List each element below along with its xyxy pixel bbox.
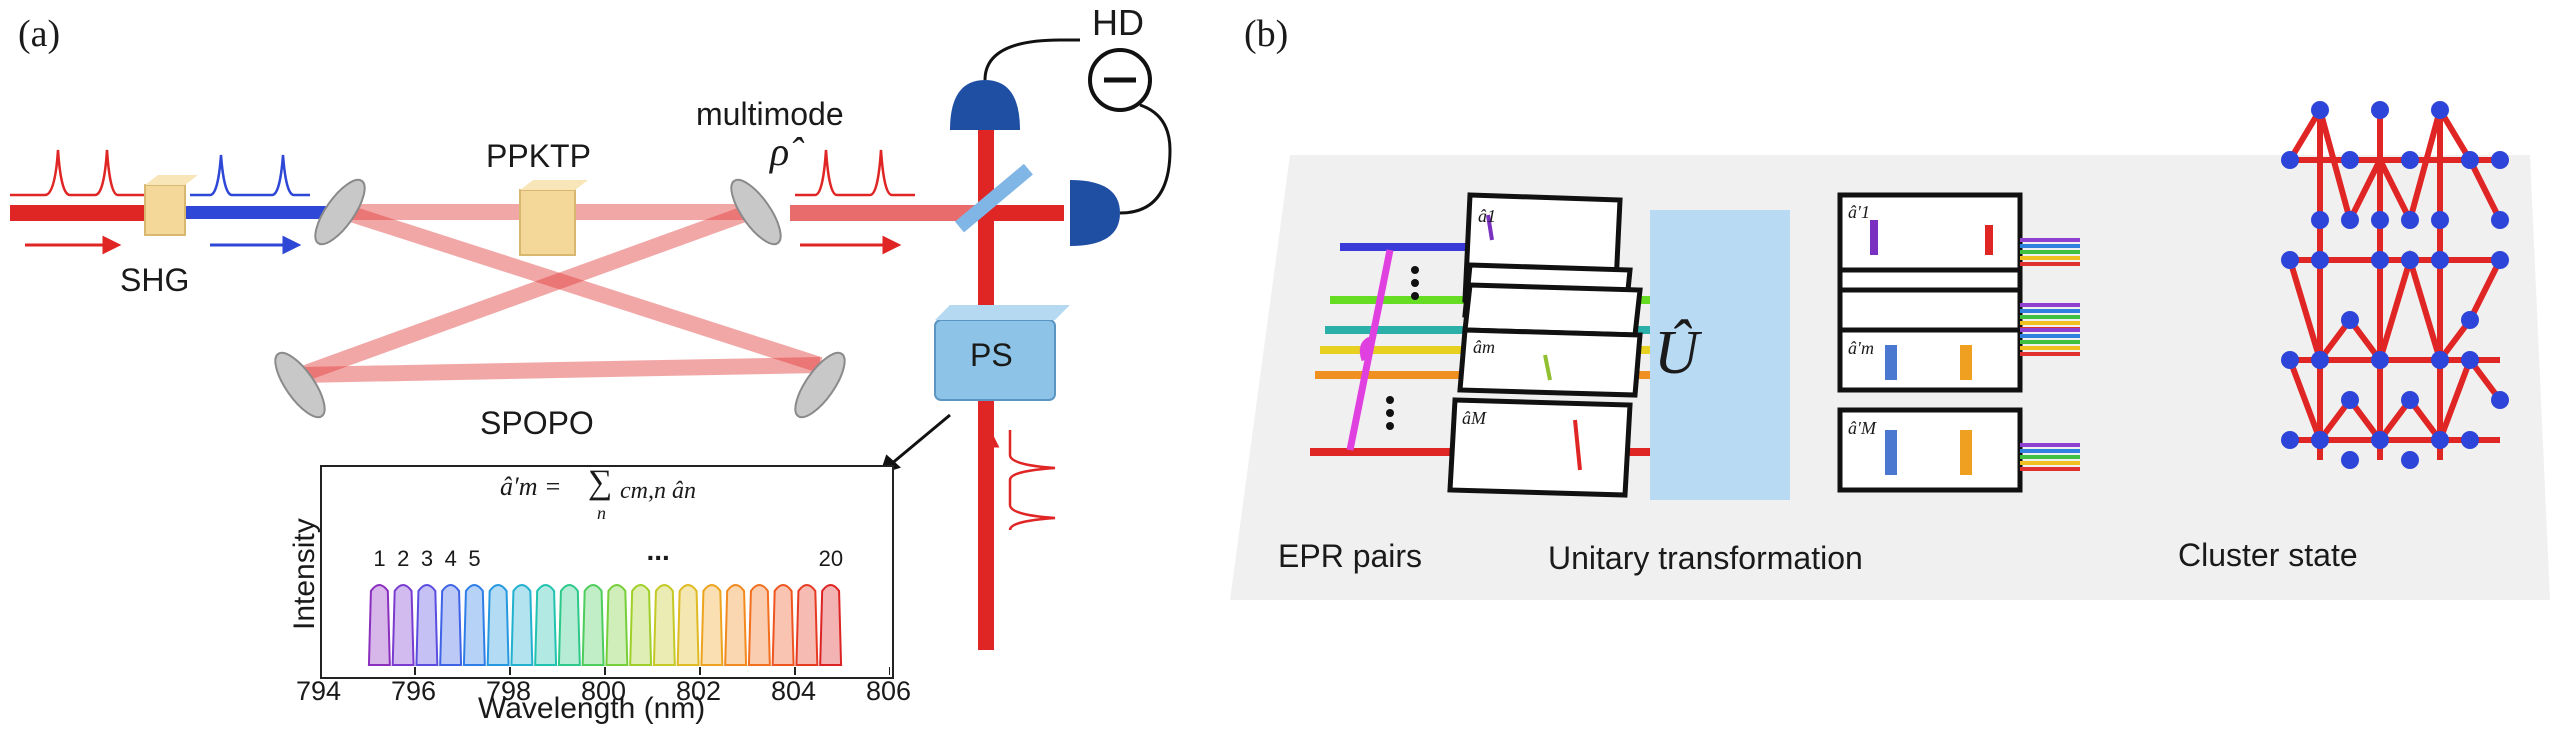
unitary-symbol: Û [1654,319,1699,387]
mode-peak [819,584,843,666]
beam-splitter [954,163,1033,233]
ppktp-crystal [519,180,588,256]
x-tick-label: 796 [391,676,437,706]
red-pulses-out [795,149,915,197]
ppktp-label: PPKTP [486,138,591,174]
input-frames [1447,192,1643,498]
x-tick-label: 800 [581,676,627,706]
spectrum-ylabel: Intensity [288,518,321,630]
x-tick-label: 806 [866,676,912,706]
cluster-nodes [2281,101,2509,469]
multimode-label: multimode [696,96,844,132]
output-beam [790,205,995,221]
equation-sum: ∑ [588,464,613,501]
mode-peak [415,584,439,666]
x-tick-label: 798 [486,676,532,706]
shg-label: SHG [120,262,190,298]
cluster-state-label: Cluster state [2178,537,2358,573]
equation-sum-index: n [597,503,606,523]
equation-lhs: â′m = [500,472,562,501]
spectrum-xlabel: Wavelength (nm) [478,692,706,725]
panel-b-tag: (b) [1244,13,1289,55]
cavity-mirrors [274,178,846,419]
spectrum-plot [320,584,890,675]
photodetectors [950,80,1120,246]
input-mode-mid: âm [1473,337,1495,357]
mode-peak [747,584,771,666]
red-pulses-in [10,149,145,197]
shg-crystal [144,175,198,236]
mode-peak [581,584,605,666]
x-tick-label: 794 [296,676,342,706]
panel-a-tag: (a) [18,13,61,55]
output-mode-top: â′1 [1848,202,1870,222]
mode-number-label: 1 [373,546,386,571]
input-mode-bot: âM [1462,408,1486,428]
output-histograms [1870,220,1993,475]
mode-peak [605,584,629,666]
mode-peak [724,584,748,666]
unitary-transformation-label: Unitary transformation [1548,540,1863,576]
panel-b-diagram [1230,101,2550,600]
mode-number-label: ... [646,535,670,566]
cavity-beams [297,204,823,383]
mode-peak [367,584,391,666]
x-tick-label: 802 [676,676,722,706]
input-mode-top: â1 [1478,206,1496,226]
mode-number-label: 5 [468,546,481,571]
x-tick-label: 804 [771,676,817,706]
mode-peak [462,584,486,666]
mode-number-label: 2 [397,546,410,571]
ps-box [934,305,1070,401]
mode-peak [486,584,510,666]
mode-number-label: 4 [444,546,457,571]
epr-dots [1386,266,1419,430]
mode-peak [676,584,700,666]
epr-pairs-label: EPR pairs [1278,538,1423,574]
lo-pulses [1008,430,1056,531]
spopo-label: SPOPO [480,405,594,441]
output-mode-bot: â′M [1848,418,1876,438]
hd-label: HD [1092,2,1144,43]
unitary-block [1650,210,1790,500]
mode-peak [700,584,724,666]
mode-peak [510,584,534,666]
mode-peak [557,584,581,666]
shg-blue-beam [160,206,330,219]
ps-label: PS [970,337,1013,373]
mode-peak [391,584,415,666]
mode-peak [629,584,653,666]
blue-pulses [190,154,310,197]
mode-peak [795,584,819,666]
output-mode-mid: â′m [1848,338,1874,358]
mode-peak [534,584,558,666]
mode-peak [652,584,676,666]
epr-connectors [1346,249,1394,451]
rho-label: ρ̂ [770,129,790,174]
pump-red-beam [10,205,160,221]
equation-rhs: cm,n ân [620,478,696,504]
output-rainbow-arrows [2020,238,2080,471]
mode-peak [771,584,795,666]
panel-a-setup [10,38,1172,650]
mode-number-label: 20 [818,546,844,571]
mode-peak [439,584,463,666]
mode-number-label: 3 [420,546,434,571]
